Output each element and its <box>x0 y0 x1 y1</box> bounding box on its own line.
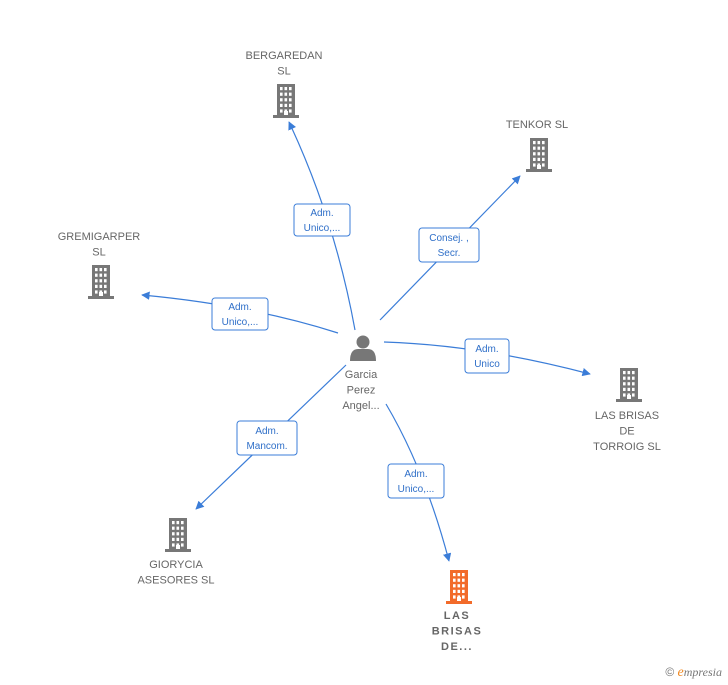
company-label-line: DE... <box>441 641 473 653</box>
edge-label-box <box>293 203 351 237</box>
company-label: BERGAREDAN SL <box>245 50 322 78</box>
edge-label-giorycia[interactable]: Adm. Mancom. <box>236 420 298 456</box>
company-label: LAS BRISAS DE... <box>432 610 483 653</box>
edge-label-box <box>387 463 445 499</box>
company-node-giorycia[interactable]: GIORYCIA ASESORES SL <box>137 518 215 587</box>
edge-label-line: Unico <box>474 359 500 370</box>
edge-label-line: Mancom. <box>246 441 287 452</box>
company-label-line: LAS <box>444 610 471 622</box>
person-icon[interactable] <box>350 335 376 362</box>
person-label-line: Angel... <box>342 400 379 412</box>
edge-label-line: Unico,... <box>222 317 259 328</box>
edge-label-tenkor[interactable]: Consej. , Secr. <box>418 227 480 263</box>
company-label: TENKOR SL <box>506 119 568 131</box>
company-label: LAS BRISAS DE TORROIG SL <box>593 410 661 453</box>
edge-label-line: Unico,... <box>398 484 435 495</box>
edge-label-gremigarper[interactable]: Adm. Unico,... <box>211 297 269 331</box>
edge-label-line: Consej. , <box>429 233 468 244</box>
building-icon[interactable] <box>88 265 114 299</box>
edge-label-box <box>464 338 510 374</box>
edge-label-text: Adm. Unico <box>474 344 500 370</box>
edge-label-text: Adm. Unico,... <box>304 208 341 234</box>
building-icon[interactable] <box>446 570 472 604</box>
brand-logo-e: e <box>677 665 684 680</box>
edge-label-line: Adm. <box>475 344 498 355</box>
company-label-line: ASESORES SL <box>137 575 214 587</box>
company-node-brisas-torroig[interactable]: LAS BRISAS DE TORROIG SL <box>593 368 661 453</box>
company-label-line: GREMIGARPER <box>58 231 141 243</box>
footer-brand: © empresia <box>665 665 722 681</box>
edge-label-line: Unico,... <box>304 223 341 234</box>
edge-label-text: Adm. Unico,... <box>398 469 435 495</box>
company-label-line: SL <box>92 247 105 259</box>
edge-label-line: Secr. <box>438 248 461 259</box>
person-label-line: Garcia <box>345 369 378 381</box>
company-label-line: SL <box>277 66 290 78</box>
building-icon[interactable] <box>526 138 552 172</box>
edge-label-box <box>211 297 269 331</box>
building-icon[interactable] <box>616 368 642 402</box>
company-label-line: BRISAS <box>432 626 483 638</box>
edge-label-text: Adm. Unico,... <box>222 302 259 328</box>
company-label-line: TENKOR SL <box>506 119 568 131</box>
person-label-line: Perez <box>347 385 376 397</box>
company-label-line: LAS BRISAS <box>595 410 659 422</box>
building-icon[interactable] <box>273 84 299 118</box>
company-node-gremigarper[interactable]: GREMIGARPER SL <box>58 231 141 299</box>
company-node-bergaredan[interactable]: BERGAREDAN SL <box>245 50 323 118</box>
company-label-line: GIORYCIA <box>149 559 203 571</box>
company-label-line: TORROIG SL <box>593 441 661 453</box>
edge-label-line: Adm. <box>228 302 251 313</box>
edge-label-line: Adm. <box>404 469 427 480</box>
building-icon[interactable] <box>165 518 191 552</box>
company-label: GREMIGARPER SL <box>58 231 141 259</box>
edge-label-text: Adm. Mancom. <box>246 426 287 452</box>
edge-label-box <box>236 420 298 456</box>
company-label-line: BERGAREDAN <box>245 50 322 62</box>
edge-label-brisas-torroig[interactable]: Adm. Unico <box>464 338 510 374</box>
edge-label-line: Adm. <box>310 208 333 219</box>
edge-label-line: Adm. <box>255 426 278 437</box>
company-label: GIORYCIA ASESORES SL <box>137 559 214 587</box>
copyright-symbol: © <box>665 665 675 679</box>
brand-logo-text: mpresia <box>683 665 722 679</box>
edge-label-bergaredan[interactable]: Adm. Unico,... <box>293 203 351 237</box>
company-node-brisas-de[interactable]: LAS BRISAS DE... <box>432 570 483 653</box>
company-node-tenkor[interactable]: TENKOR SL <box>506 119 568 172</box>
edge-label-text: Consej. , Secr. <box>429 233 468 259</box>
company-label-line: DE <box>619 426 634 438</box>
edge-label-box <box>418 227 480 263</box>
edge-label-brisas-de[interactable]: Adm. Unico,... <box>387 463 445 499</box>
